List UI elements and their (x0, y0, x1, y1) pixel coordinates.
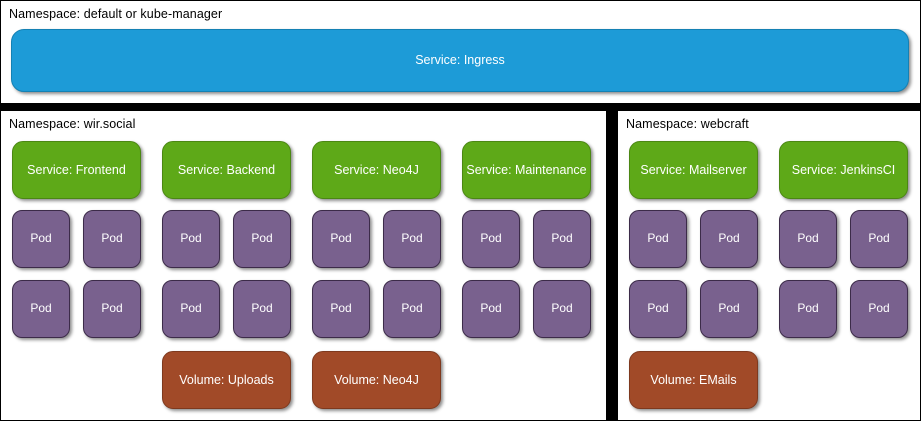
volume-uploads[interactable]: Volume: Uploads (162, 351, 291, 409)
service-mailserver[interactable]: Service: Mailserver (629, 141, 758, 199)
pod-jenkinsci-3[interactable]: Pod (779, 280, 837, 338)
pod-frontend-1[interactable]: Pod (12, 210, 70, 268)
pod-backend-3[interactable]: Pod (162, 280, 220, 338)
pod-mailserver-1[interactable]: Pod (629, 210, 687, 268)
pod-neo4j-1[interactable]: Pod (312, 210, 370, 268)
service-maintenance[interactable]: Service: Maintenance (462, 141, 591, 199)
namespace-label-wir-social: Namespace: wir.social (9, 117, 136, 131)
pod-maintenance-3[interactable]: Pod (462, 280, 520, 338)
pod-maintenance-2[interactable]: Pod (533, 210, 591, 268)
pod-neo4j-4[interactable]: Pod (383, 280, 441, 338)
pod-mailserver-2[interactable]: Pod (700, 210, 758, 268)
pod-backend-2[interactable]: Pod (233, 210, 291, 268)
namespace-panel-default: Namespace: default or kube-manager Servi… (0, 0, 921, 104)
pod-maintenance-1[interactable]: Pod (462, 210, 520, 268)
volume-neo4j[interactable]: Volume: Neo4J (312, 351, 441, 409)
service-ingress[interactable]: Service: Ingress (11, 29, 909, 92)
pod-mailserver-4[interactable]: Pod (700, 280, 758, 338)
volume-emails[interactable]: Volume: EMails (629, 351, 758, 409)
pod-neo4j-2[interactable]: Pod (383, 210, 441, 268)
pod-maintenance-4[interactable]: Pod (533, 280, 591, 338)
pod-jenkinsci-2[interactable]: Pod (850, 210, 908, 268)
pod-jenkinsci-4[interactable]: Pod (850, 280, 908, 338)
pod-backend-4[interactable]: Pod (233, 280, 291, 338)
namespace-label-default: Namespace: default or kube-manager (9, 7, 223, 21)
pod-backend-1[interactable]: Pod (162, 210, 220, 268)
namespace-panel-wir-social: Namespace: wir.social Service: Frontend … (0, 110, 607, 421)
pod-frontend-3[interactable]: Pod (12, 280, 70, 338)
pod-mailserver-3[interactable]: Pod (629, 280, 687, 338)
pod-frontend-4[interactable]: Pod (83, 280, 141, 338)
pod-frontend-2[interactable]: Pod (83, 210, 141, 268)
namespace-label-webcraft: Namespace: webcraft (626, 117, 749, 131)
namespace-panel-webcraft: Namespace: webcraft Service: Mailserver … (617, 110, 921, 421)
service-backend[interactable]: Service: Backend (162, 141, 291, 199)
service-jenkinsci[interactable]: Service: JenkinsCI (779, 141, 908, 199)
service-frontend[interactable]: Service: Frontend (12, 141, 141, 199)
pod-neo4j-3[interactable]: Pod (312, 280, 370, 338)
service-neo4j[interactable]: Service: Neo4J (312, 141, 441, 199)
pod-jenkinsci-1[interactable]: Pod (779, 210, 837, 268)
